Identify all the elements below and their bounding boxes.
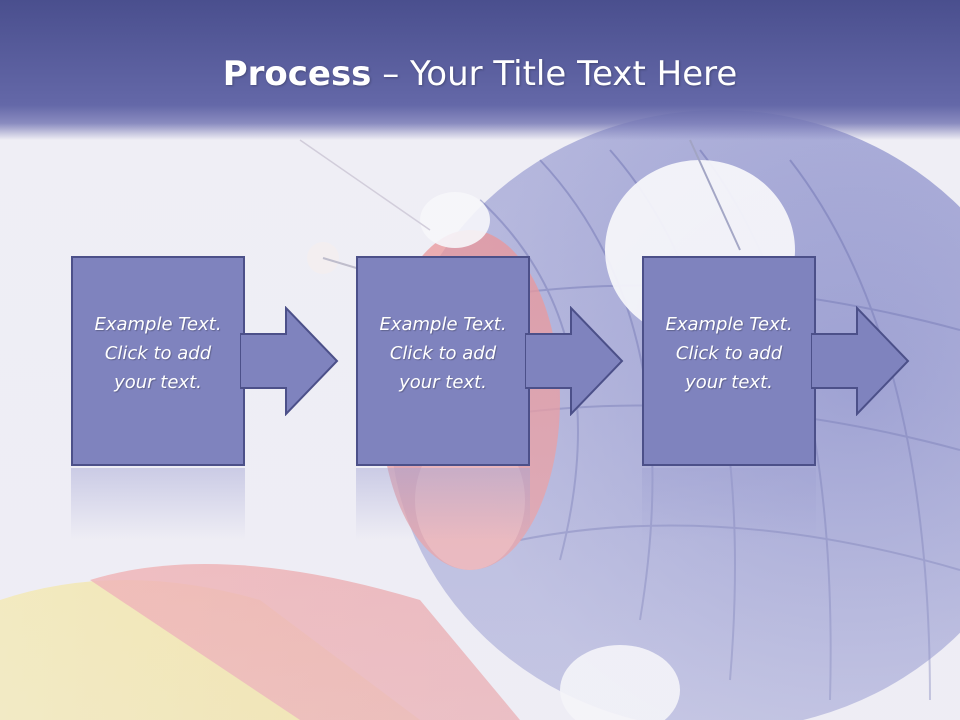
- step-box[interactable]: Example Text. Click to add your text.: [642, 256, 816, 466]
- step-box[interactable]: Example Text. Click to add your text.: [71, 256, 245, 466]
- process-step-2[interactable]: Example Text. Click to add your text.: [356, 256, 530, 466]
- step-line: Example Text.: [94, 313, 222, 335]
- title-bold: Process: [222, 54, 372, 94]
- step-reflection: [356, 468, 530, 540]
- step-line: your text.: [114, 371, 202, 393]
- step-line: Click to add: [104, 342, 212, 364]
- step-label: Example Text. Click to add your text.: [653, 310, 804, 397]
- title-rest: – Your Title Text Here: [371, 54, 738, 94]
- process-step-3[interactable]: Example Text. Click to add your text.: [642, 256, 816, 466]
- title-bar: [0, 0, 960, 140]
- arrow-right-icon: [525, 306, 624, 416]
- slide-title[interactable]: Process – Your Title Text Here: [0, 52, 960, 96]
- step-line: Click to add: [675, 342, 783, 364]
- process-step-1[interactable]: Example Text. Click to add your text.: [71, 256, 245, 466]
- step-label: Example Text. Click to add your text.: [82, 310, 233, 397]
- step-line: Example Text.: [379, 313, 507, 335]
- step-reflection: [71, 468, 245, 540]
- arrow-right-icon: [811, 306, 910, 416]
- step-reflection: [642, 468, 816, 540]
- step-line: your text.: [685, 371, 773, 393]
- step-box[interactable]: Example Text. Click to add your text.: [356, 256, 530, 466]
- step-line: your text.: [399, 371, 487, 393]
- arrow-right-icon: [240, 306, 339, 416]
- step-line: Click to add: [389, 342, 497, 364]
- step-line: Example Text.: [665, 313, 793, 335]
- step-label: Example Text. Click to add your text.: [367, 310, 518, 397]
